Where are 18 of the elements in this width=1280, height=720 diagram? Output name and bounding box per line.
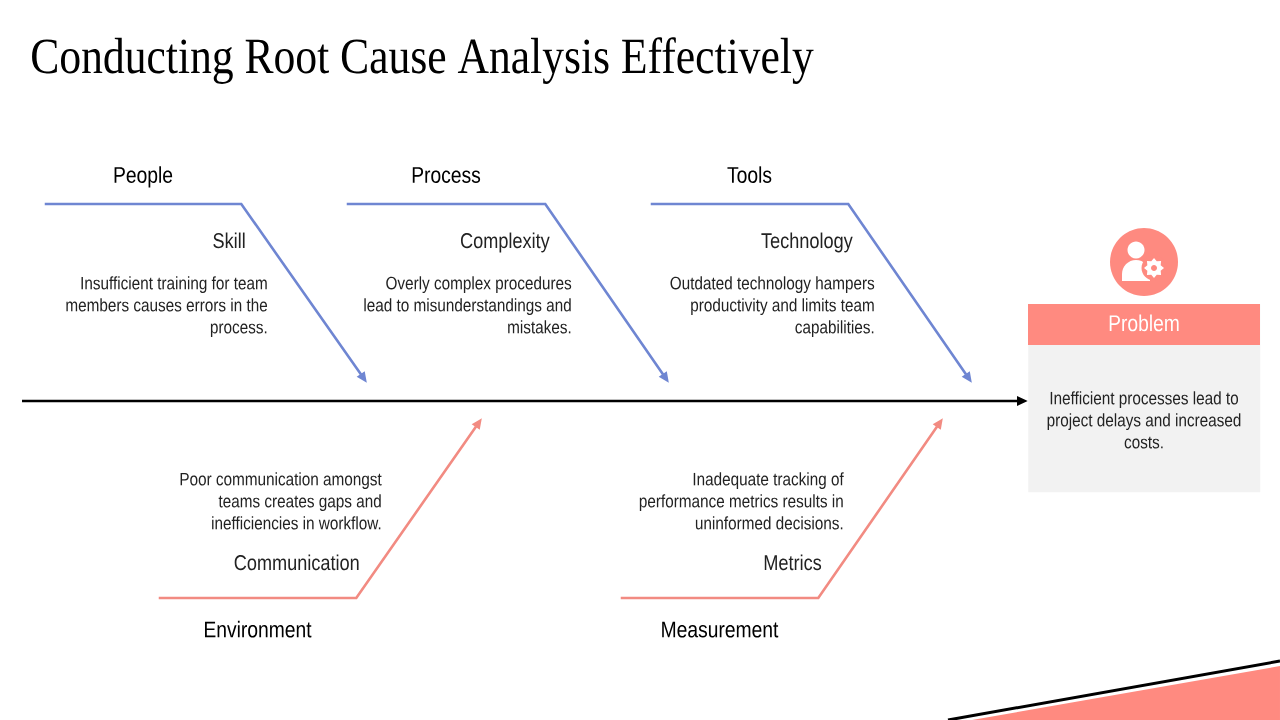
- sub-cause-label: Complexity: [461, 232, 550, 253]
- category-label: People: [114, 166, 173, 188]
- category-label: Environment: [205, 620, 312, 638]
- cause-description: Poor communication amongst teams creates gaps and inefficiencies in workflow.: [180, 472, 382, 530]
- cause-description: Insufficient training for team members causes errors in the process.: [66, 276, 268, 338]
- title: Conducting Root Cause Analysis Effectively: [32, 37, 814, 84]
- category-label: Process: [412, 167, 481, 183]
- cause-description: Inadequate tracking of performance metrics results in uninformed decisions.: [639, 472, 844, 530]
- category-label: Tools: [727, 166, 772, 183]
- sub-cause-label: Communication: [234, 554, 359, 571]
- cause-description: Overly complex procedures lead to misunderstandings and mistakes.: [364, 276, 572, 334]
- sub-cause-label: Skill: [213, 232, 245, 249]
- cause-description: Outdated technology hampers productivity and limits team capabilities.: [670, 276, 875, 338]
- header-bar: Problem: [1028, 304, 1260, 345]
- problem-description: Inefficient processes lead to project delays and increased costs.: [1047, 391, 1241, 449]
- sub-cause-label: Metrics: [764, 554, 822, 571]
- sub-cause-label: Technology: [761, 232, 853, 253]
- category-label: Measurement: [662, 621, 779, 638]
